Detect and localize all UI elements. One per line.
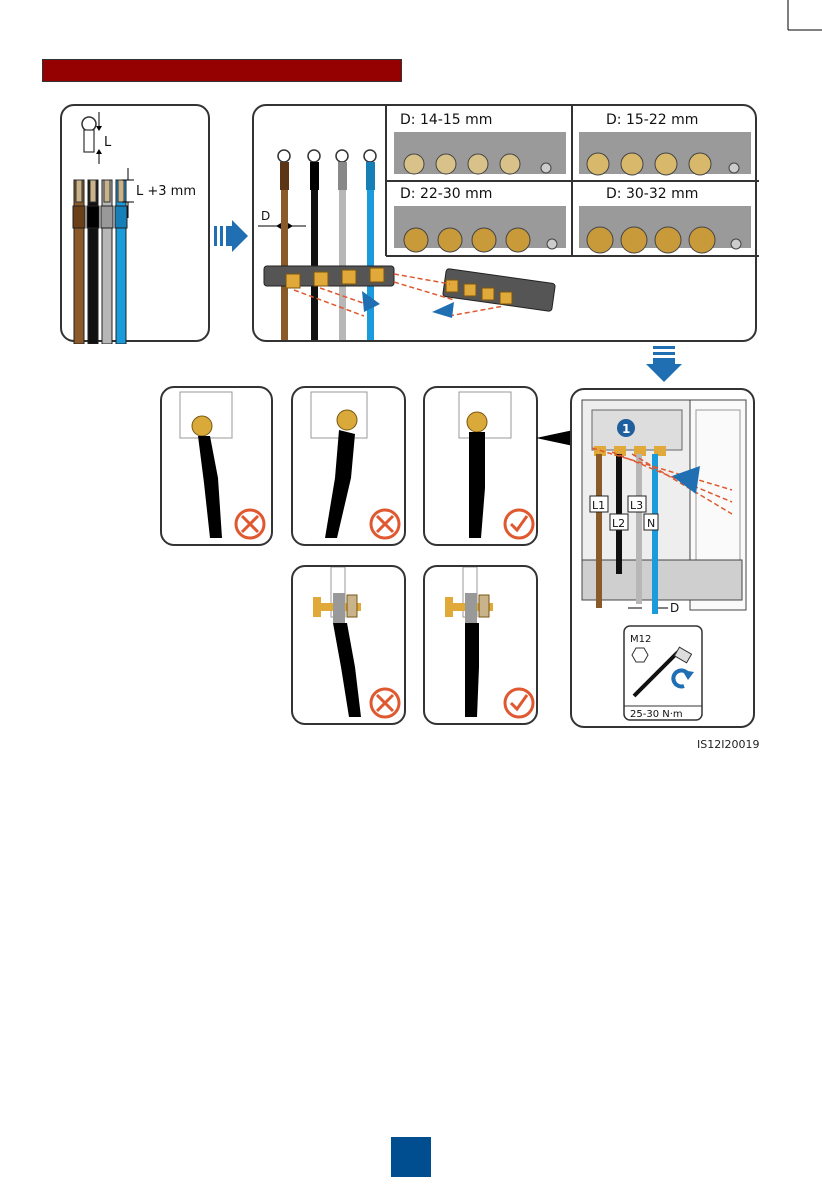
wrong-icon: [236, 510, 264, 538]
lugged-cables: [278, 150, 376, 340]
diameter-range-1: D: 14-15 mm: [400, 112, 492, 128]
phase-l2: L2: [612, 517, 625, 530]
example-3-diagram: [425, 388, 540, 548]
cables: [73, 180, 127, 344]
terminal-photo-1: [394, 132, 566, 174]
torque-value: 25-30 N·m: [630, 709, 683, 720]
lug-length-label: L: [104, 135, 112, 150]
example-panel-3: [423, 386, 538, 546]
diameter-range-4: D: 30-32 mm: [606, 186, 698, 202]
example-panel-1: [160, 386, 273, 546]
example-4-diagram: [293, 567, 408, 727]
lug-diameter-diagram: D: [254, 106, 759, 344]
check-icon: [505, 689, 533, 717]
diameter-label: D: [261, 209, 270, 223]
example-1-diagram: [162, 388, 275, 548]
panel-lug-diameter: D: [252, 104, 757, 342]
spacing-label: D: [670, 601, 679, 615]
example-panel-5: [423, 565, 538, 725]
phase-l3: L3: [630, 499, 643, 512]
example-2-diagram: [293, 388, 408, 548]
phase-l1: L1: [592, 499, 605, 512]
check-icon: [505, 510, 533, 538]
wrong-icon: [371, 510, 399, 538]
example-panel-2: [291, 386, 406, 546]
corner-mark: [760, 0, 822, 62]
arrow-down-icon: [645, 346, 683, 384]
example-panel-4: [291, 565, 406, 725]
install-diagram: 1 L1 L2 L3 N D M12 25-30 N·m: [572, 390, 757, 730]
arrow-right-icon: [214, 218, 250, 254]
step-number: 1: [622, 422, 630, 436]
diameter-range-2: D: 15-22 mm: [606, 112, 698, 128]
page-number-box: [391, 1137, 431, 1177]
panel-cable-strip: L L +3 mm: [60, 104, 210, 342]
section-title-bar: [42, 59, 402, 82]
wrong-icon: [371, 689, 399, 717]
diameter-range-3: D: 22-30 mm: [400, 186, 492, 202]
figure-id: IS12I20019: [697, 738, 759, 751]
cable-strip-diagram: L L +3 mm: [62, 106, 212, 344]
example-5-diagram: [425, 567, 540, 727]
panel-install: 1 L1 L2 L3 N D M12 25-30 N·m: [570, 388, 755, 728]
phase-n: N: [647, 517, 655, 530]
terminal-block-left: [264, 266, 394, 288]
socket-size: M12: [630, 634, 651, 645]
arrow-icon: [432, 302, 454, 318]
terminal-photo-2: [579, 132, 751, 175]
terminal-photo-3: [394, 206, 566, 252]
terminal-photo-4: [579, 206, 751, 253]
terminal-block-right: [443, 268, 556, 311]
heat-shrink-label: L +3 mm: [136, 184, 196, 199]
lug-icon: [82, 117, 96, 152]
